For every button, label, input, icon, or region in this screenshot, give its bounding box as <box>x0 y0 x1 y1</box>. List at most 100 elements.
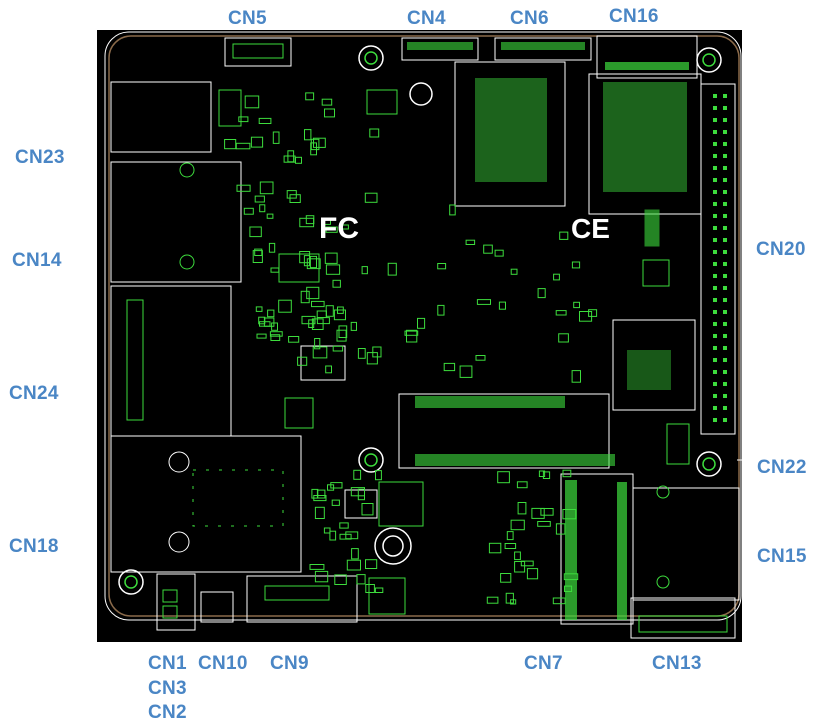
component-pad <box>235 142 251 150</box>
component-pad <box>558 333 569 343</box>
component-pad <box>353 469 362 480</box>
component-pad <box>510 519 525 531</box>
component-pad <box>488 542 502 554</box>
component-pad <box>308 319 315 328</box>
component-pad <box>305 92 315 101</box>
component-pad <box>387 262 397 276</box>
cn13-connector <box>630 597 736 639</box>
label-cn20: CN20 <box>756 239 806 260</box>
label-cn14: CN14 <box>12 250 62 271</box>
component-pad <box>571 261 581 269</box>
label-cn22: CN22 <box>757 457 807 478</box>
component-pad <box>537 288 546 299</box>
component-pad <box>268 242 276 253</box>
component-pad <box>306 258 321 270</box>
component-pad <box>271 322 279 331</box>
cn4-connector <box>401 37 479 61</box>
component-pad <box>564 585 573 592</box>
component-pad <box>269 331 283 337</box>
component-pad <box>249 226 262 238</box>
component-pad <box>339 522 349 529</box>
cn5-connector <box>224 37 292 67</box>
component-pad <box>267 309 275 318</box>
component-pad <box>517 502 527 515</box>
component-pad <box>224 139 237 150</box>
component-pad <box>372 346 382 358</box>
component-pad <box>299 217 315 228</box>
component-pad <box>357 488 365 501</box>
component-pad <box>299 251 311 264</box>
component-pad <box>310 138 320 151</box>
ce-mark: CE <box>571 213 610 244</box>
component-pad <box>500 573 512 583</box>
component-pad <box>526 568 539 580</box>
component-pad <box>555 523 566 535</box>
cn10-connector <box>200 591 234 623</box>
component-pad <box>321 219 331 225</box>
component-pad <box>254 195 265 203</box>
component-pad <box>476 299 491 305</box>
label-cn6: CN6 <box>510 8 549 29</box>
component-pad <box>514 561 526 573</box>
component-pad <box>327 484 335 491</box>
component-pad <box>486 596 499 604</box>
component-pad <box>516 481 528 489</box>
component-pad <box>323 527 331 534</box>
component-pad <box>300 290 310 304</box>
label-cn15: CN15 <box>757 546 807 567</box>
label-cn18: CN18 <box>9 536 59 557</box>
component-pad <box>350 321 357 331</box>
component-pad <box>552 597 566 605</box>
cn1-cn2-cn3-connectors <box>156 573 196 631</box>
component-pad <box>562 509 577 520</box>
component-pad <box>256 333 267 339</box>
component-pad <box>259 181 274 195</box>
label-cn3: CN3 <box>148 678 187 699</box>
component-pad <box>250 136 264 148</box>
component-pad <box>542 471 551 479</box>
component-pad <box>559 231 569 240</box>
component-pad <box>364 192 378 203</box>
component-pad <box>336 329 347 342</box>
component-pad <box>356 574 366 585</box>
component-pad <box>297 356 308 366</box>
component-pad <box>563 573 579 581</box>
component-pad <box>309 564 325 570</box>
component-pad <box>289 194 301 203</box>
component-pad <box>333 309 346 321</box>
component-pad <box>540 508 554 516</box>
component-pad <box>304 129 312 141</box>
component-pad <box>334 574 347 586</box>
component-pad <box>332 345 344 352</box>
component-pad <box>330 482 343 489</box>
fc-mark: FC <box>319 212 359 245</box>
label-cn13: CN13 <box>652 653 702 674</box>
pcb-layout-svg: CE FC <box>97 30 748 642</box>
component-pad <box>321 98 333 106</box>
component-pad <box>314 338 321 350</box>
misc-chips <box>218 89 670 615</box>
component-pad <box>306 286 320 300</box>
component-pad <box>314 570 329 583</box>
board-outline <box>108 35 740 617</box>
component-pad <box>283 155 296 163</box>
label-cn23: CN23 <box>15 147 65 168</box>
component-pad <box>263 317 275 327</box>
component-pad <box>588 309 598 317</box>
component-pad <box>361 266 368 275</box>
component-pad <box>288 336 300 343</box>
component-pad <box>443 362 456 372</box>
component-pad <box>449 204 456 216</box>
memory-chip-left <box>454 61 566 207</box>
cn15-connector <box>632 485 740 601</box>
component-pad <box>571 370 582 383</box>
component-pad <box>562 469 572 478</box>
component-pad <box>538 470 546 477</box>
component-pad <box>254 248 263 257</box>
component-pad <box>258 117 272 125</box>
component-pad <box>266 213 274 219</box>
label-cn4: CN4 <box>407 8 446 29</box>
component-pad <box>437 263 447 270</box>
component-pad <box>465 239 476 245</box>
cn18-connector <box>110 435 302 573</box>
